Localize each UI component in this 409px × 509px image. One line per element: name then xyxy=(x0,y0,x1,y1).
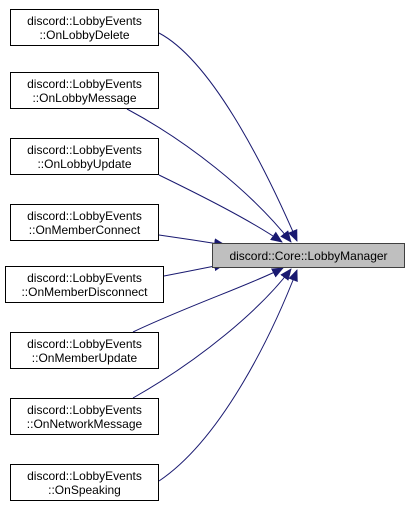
caller-node-on-lobby-update[interactable]: discord::LobbyEvents ::OnLobbyUpdate xyxy=(10,138,159,175)
caller-node-method-label: ::OnNetworkMessage xyxy=(26,416,143,431)
caller-node-class-label: discord::LobbyEvents xyxy=(27,208,142,223)
edge-on-lobby-delete-to-lobby-manager xyxy=(158,32,298,242)
caller-node-on-speaking[interactable]: discord::LobbyEvents ::OnSpeaking xyxy=(10,464,159,501)
caller-node-method-label: ::OnSpeaking xyxy=(48,482,121,497)
edge-on-member-update-to-lobby-manager xyxy=(132,267,284,333)
caller-node-class-label: discord::LobbyEvents xyxy=(27,13,142,28)
caller-node-class-label: discord::LobbyEvents xyxy=(27,76,142,91)
caller-node-class-label: discord::LobbyEvents xyxy=(27,270,142,285)
caller-node-method-label: ::OnMemberUpdate xyxy=(31,350,138,365)
caller-node-on-lobby-message[interactable]: discord::LobbyEvents ::OnLobbyMessage xyxy=(10,72,159,109)
caller-node-on-network-message[interactable]: discord::LobbyEvents ::OnNetworkMessage xyxy=(10,398,159,435)
edge-on-lobby-update-to-lobby-manager xyxy=(158,174,283,243)
edge-on-speaking-to-lobby-manager xyxy=(158,269,298,482)
caller-node-method-label: ::OnMemberConnect xyxy=(28,222,141,237)
caller-node-method-label: ::OnLobbyMessage xyxy=(32,90,137,105)
caller-node-class-label: discord::LobbyEvents xyxy=(27,402,142,417)
caller-node-on-member-disconnect[interactable]: discord::LobbyEvents ::OnMemberDisconnec… xyxy=(5,266,164,303)
caller-node-class-label: discord::LobbyEvents xyxy=(27,336,142,351)
edge-on-network-message-to-lobby-manager xyxy=(132,268,292,399)
target-node-label: discord::Core::LobbyManager xyxy=(229,248,388,263)
edge-on-lobby-message-to-lobby-manager xyxy=(126,108,292,243)
caller-node-on-member-update[interactable]: discord::LobbyEvents ::OnMemberUpdate xyxy=(10,332,159,369)
target-node-lobby-manager[interactable]: discord::Core::LobbyManager xyxy=(212,243,405,268)
caller-node-method-label: ::OnLobbyUpdate xyxy=(37,156,132,171)
caller-node-class-label: discord::LobbyEvents xyxy=(27,142,142,157)
caller-node-on-lobby-delete[interactable]: discord::LobbyEvents ::OnLobbyDelete xyxy=(10,9,159,46)
caller-node-method-label: ::OnLobbyDelete xyxy=(39,27,130,42)
caller-node-on-member-connect[interactable]: discord::LobbyEvents ::OnMemberConnect xyxy=(10,204,159,241)
caller-node-method-label: ::OnMemberDisconnect xyxy=(21,284,148,299)
caller-node-class-label: discord::LobbyEvents xyxy=(27,468,142,483)
